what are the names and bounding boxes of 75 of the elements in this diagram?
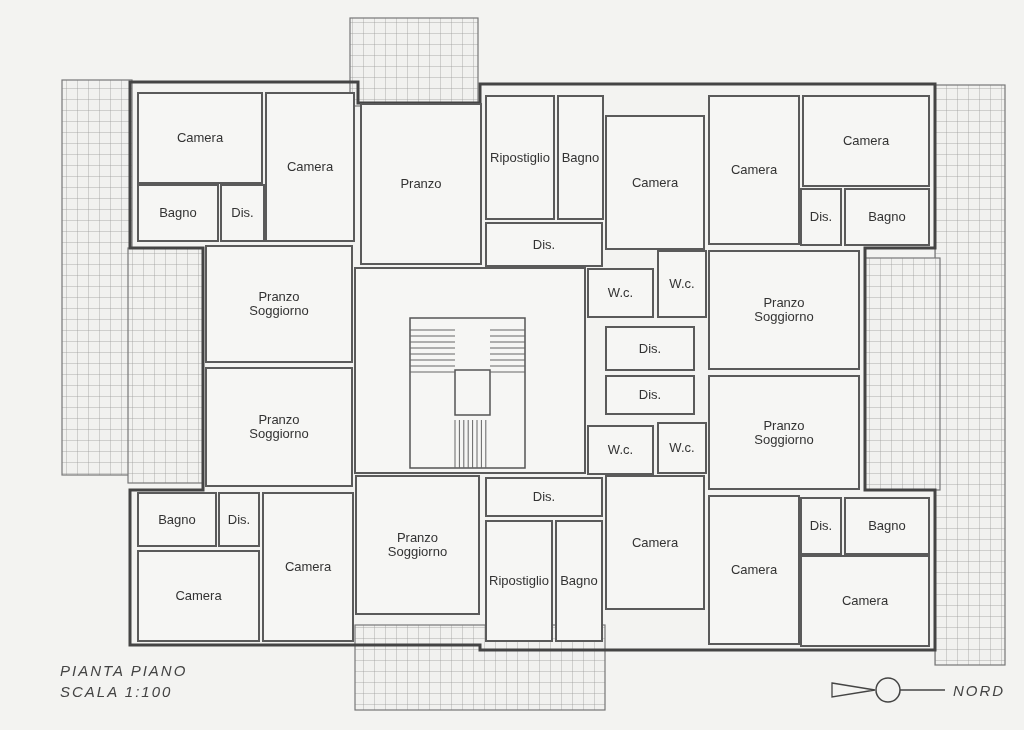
room: [587, 425, 654, 475]
room-name: Ripostiglio: [490, 150, 550, 165]
room: [485, 520, 553, 642]
room-name: Dis.: [638, 388, 662, 402]
room: [802, 95, 930, 187]
room-name: Dis.: [231, 206, 254, 220]
room-name: Dis.: [227, 512, 251, 527]
room: [262, 492, 354, 642]
plan-title: PIANTA PIANO: [60, 662, 188, 679]
room-name: W.c.: [607, 286, 634, 300]
room-name: W.c.: [669, 277, 695, 291]
room: [657, 250, 707, 318]
room: [137, 550, 260, 642]
room: [555, 520, 603, 642]
room-name: Camera: [176, 131, 224, 145]
room: [360, 103, 482, 265]
room-name: Ripostiglio: [489, 574, 549, 588]
room: [605, 475, 705, 610]
room-name: Dis.: [638, 341, 662, 356]
room-name: Bagno: [868, 210, 906, 224]
room-name: Camera: [175, 589, 222, 603]
room: [605, 115, 705, 250]
room-name: Dis.: [532, 237, 556, 252]
room: [205, 367, 353, 487]
room-name: Pranzo Soggiorno: [248, 413, 310, 441]
room: [265, 92, 355, 242]
room: [355, 475, 480, 615]
room-name: Dis.: [809, 519, 833, 533]
room: [844, 188, 930, 246]
room: [485, 95, 555, 220]
room: [205, 245, 353, 363]
room-name: Pranzo Soggiorno: [248, 290, 310, 318]
room-name: Pranzo Soggiorno: [386, 531, 449, 559]
room: [657, 422, 707, 474]
room: [137, 492, 217, 547]
room: [708, 495, 800, 645]
room-name: Dis.: [532, 490, 556, 504]
room-name: Pranzo Soggiorno: [753, 296, 815, 324]
room: [485, 477, 603, 517]
room: [708, 250, 860, 370]
room-name: Bagno: [561, 150, 600, 165]
north-label: NORD: [953, 682, 1006, 699]
room: [485, 222, 603, 267]
plan-title: SCALA 1:100: [60, 683, 173, 700]
room: [844, 497, 930, 555]
room-name: W.c.: [607, 443, 634, 457]
room-name: Camera: [631, 175, 679, 190]
room: [800, 497, 842, 555]
room-name: W.c.: [669, 441, 695, 455]
room-name: Camera: [284, 560, 332, 574]
room-name: Pranzo: [400, 177, 442, 191]
room-name: Pranzo Soggiorno: [753, 418, 815, 447]
room-name: Camera: [286, 160, 334, 174]
room: [800, 188, 842, 246]
room: [605, 326, 695, 371]
room: [708, 95, 800, 245]
room-name: Camera: [730, 563, 778, 577]
room: [708, 375, 860, 490]
room-name: Dis.: [809, 210, 833, 224]
room: [587, 268, 654, 318]
room-name: Bagno: [868, 519, 906, 533]
room-name: Camera: [631, 535, 679, 550]
room-name: Camera: [730, 163, 778, 177]
room: [137, 92, 263, 184]
room: [800, 555, 930, 647]
room: [220, 184, 265, 242]
room-name: Camera: [842, 134, 890, 148]
room-name: Camera: [841, 594, 889, 608]
room-name: Bagno: [560, 574, 598, 588]
room: [218, 492, 260, 547]
room: [137, 184, 219, 242]
room-name: Bagno: [158, 512, 196, 527]
room-name: Bagno: [159, 206, 197, 220]
room: [605, 375, 695, 415]
room: [557, 95, 604, 220]
